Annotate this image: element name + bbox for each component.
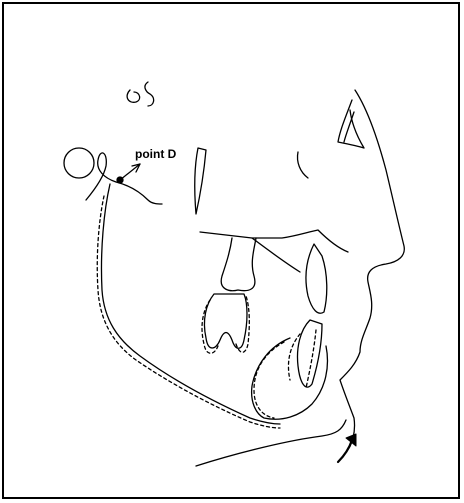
lower-molar xyxy=(204,294,247,348)
symphysis-outline-after xyxy=(254,342,284,418)
sella-tracing xyxy=(127,82,154,106)
mandible-border xyxy=(101,184,280,424)
point-d-pointer xyxy=(120,164,140,180)
upper-molar xyxy=(221,238,256,291)
mandible-border-after xyxy=(97,196,280,428)
palatal-plane xyxy=(200,230,348,252)
lower-incisor-after xyxy=(288,330,316,388)
symphysis-outline xyxy=(252,338,328,419)
lower-incisor xyxy=(298,320,323,387)
porion-circle xyxy=(64,148,94,178)
point-d-label: point D xyxy=(135,147,177,161)
orbital-rim xyxy=(297,152,308,178)
pterygoid-plate xyxy=(195,148,206,214)
rotation-arrow xyxy=(338,440,352,462)
neck-contour xyxy=(196,420,346,466)
nasal-bone-outline xyxy=(338,100,364,148)
upper-incisor xyxy=(306,244,327,313)
maxilla-outline xyxy=(252,238,300,272)
